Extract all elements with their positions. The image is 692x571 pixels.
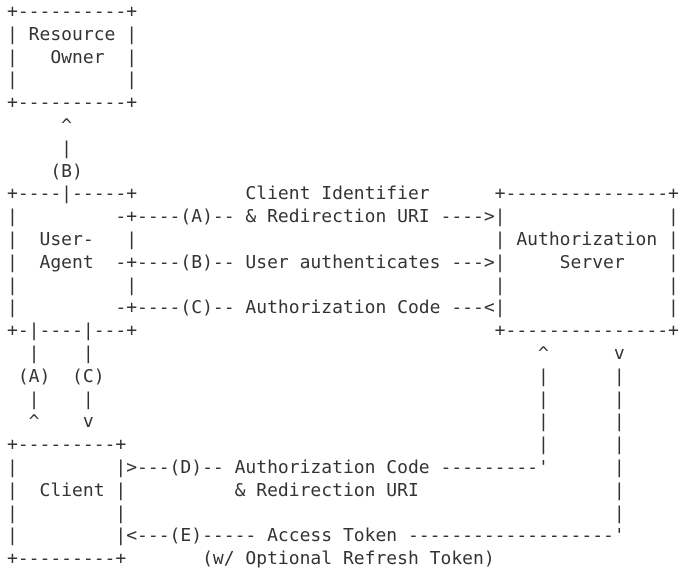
- oauth-authorization-code-flow-diagram: +----------+ | Resource | | Owner | | | …: [7, 1, 679, 570]
- diagram-canvas: +----------+ | Resource | | Owner | | | …: [7, 1, 679, 570]
